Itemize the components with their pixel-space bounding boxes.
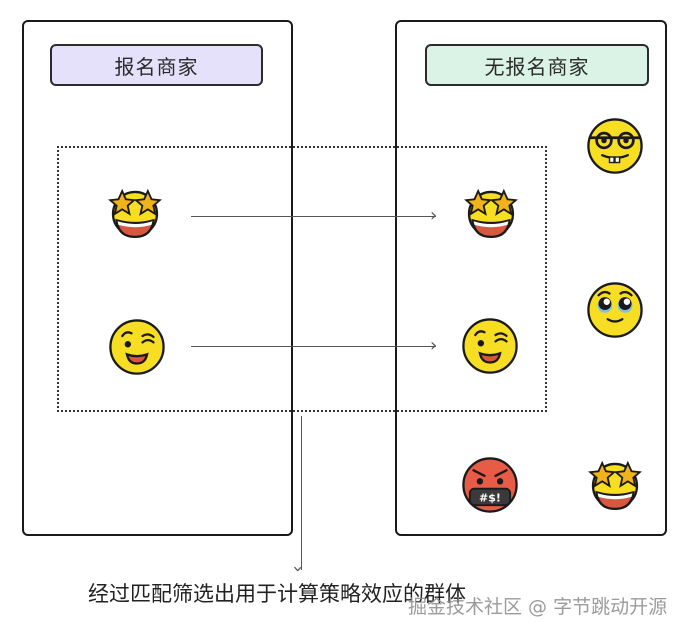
unregistered-merchants-panel (395, 20, 667, 536)
arrow-right-icon: › (430, 205, 438, 226)
winking-face-icon (457, 313, 523, 379)
match-arrow-line-2 (191, 346, 436, 347)
star-struck-icon (458, 180, 524, 246)
winking-face-icon (104, 314, 170, 380)
nerd-face-icon (582, 113, 648, 179)
registered-merchants-panel (22, 20, 293, 536)
matched-group-boundary (57, 146, 547, 412)
star-struck-icon (582, 452, 648, 518)
pleading-face-icon (582, 277, 648, 343)
star-struck-icon (102, 180, 168, 246)
match-arrow-line-1 (191, 216, 436, 217)
caption: 经过匹配筛选出用于计算策略效应的群体 (88, 582, 466, 606)
result-arrow-line (301, 416, 302, 570)
arrow-right-icon: › (430, 335, 438, 356)
unregistered-merchants-label: 无报名商家 (425, 44, 649, 86)
arrow-down-icon: › (287, 565, 309, 573)
watermark: 掘金技术社区 @ 字节跳动开源 (408, 596, 668, 618)
cursing-face-icon (457, 452, 523, 518)
registered-merchants-label: 报名商家 (50, 44, 263, 86)
